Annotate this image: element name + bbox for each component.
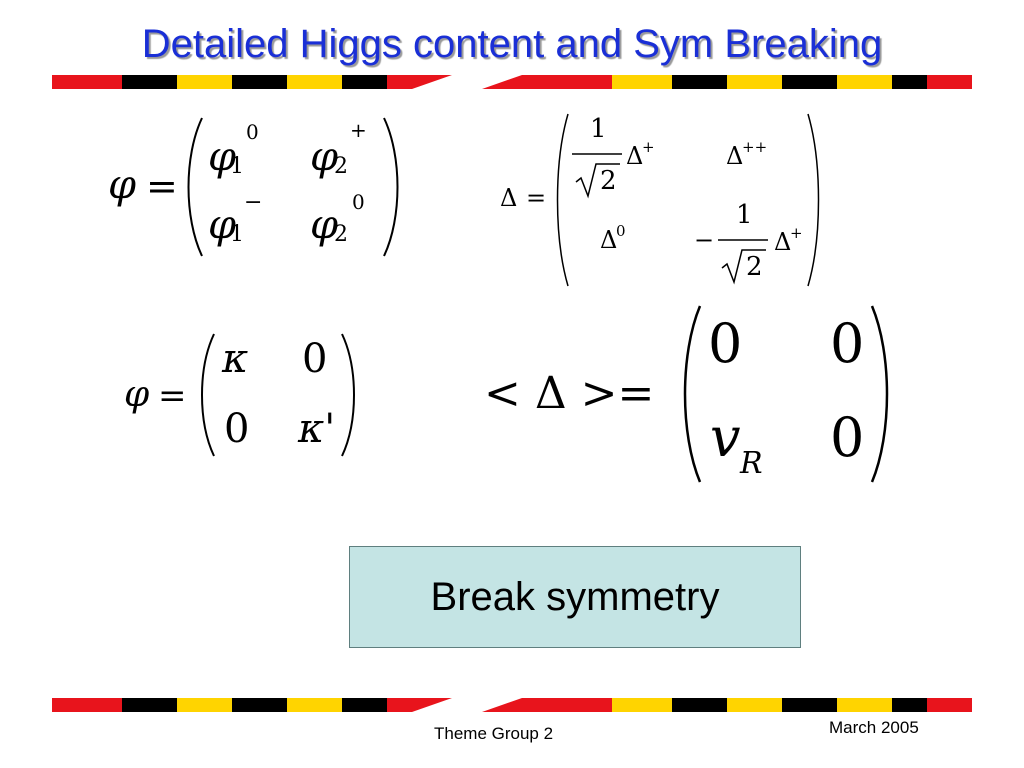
matrix-cell-base: Δ bbox=[774, 228, 792, 256]
fraction-denominator: 2 bbox=[600, 166, 617, 196]
matrix-cell-v: v bbox=[710, 406, 741, 469]
left-paren bbox=[556, 113, 569, 287]
equals-sign: = bbox=[158, 376, 187, 416]
matrix-cell-sup: + bbox=[350, 118, 367, 142]
matrix-cell-zero: 0 bbox=[708, 312, 743, 375]
break-symmetry-callout: Break symmetry bbox=[349, 546, 801, 648]
left-paren bbox=[201, 333, 215, 457]
matrix-cell-sub: 1 bbox=[230, 154, 244, 179]
matrix-cell-sub: 2 bbox=[334, 154, 348, 179]
matrix-cell-base: φ bbox=[208, 134, 237, 180]
phi-matrix-equation: φ = φ 1 0 φ 2 + φ 1 − φ 2 0 bbox=[108, 112, 408, 262]
matrix-cell-zero: 0 bbox=[830, 312, 865, 375]
matrix-cell-sup: − bbox=[244, 190, 263, 215]
left-paren bbox=[187, 117, 203, 257]
matrix-cell-sup: + bbox=[642, 138, 655, 156]
fraction-bar-sqrt bbox=[718, 239, 768, 285]
right-paren bbox=[807, 113, 820, 287]
right-paren bbox=[341, 333, 355, 457]
slide-title: Detailed Higgs content and Sym Breaking bbox=[141, 22, 883, 66]
matrix-cell-base: φ bbox=[310, 202, 339, 248]
fraction-numerator: 1 bbox=[736, 200, 753, 230]
matrix-cell-base: φ bbox=[208, 202, 237, 248]
matrix-cell-base: Δ bbox=[600, 226, 618, 254]
phi-lhs: φ bbox=[124, 374, 150, 415]
phi-lhs: φ bbox=[108, 162, 137, 208]
matrix-cell-base: φ bbox=[310, 134, 339, 180]
left-paren bbox=[683, 305, 702, 483]
phi-vev-equation: φ = κ 0 0 κ' bbox=[124, 330, 364, 460]
bottom-stripe bbox=[52, 698, 972, 712]
minus-sign: − bbox=[694, 226, 715, 254]
fraction-numerator: 1 bbox=[590, 114, 607, 144]
matrix-cell-kappa-prime: κ' bbox=[298, 406, 336, 452]
delta-vev-lhs: < Δ >= bbox=[484, 368, 655, 419]
delta-vev-equation: < Δ >= 0 0 v R 0 bbox=[484, 302, 894, 486]
equals-sign: = bbox=[146, 164, 178, 208]
matrix-cell-zero: 0 bbox=[830, 406, 865, 469]
matrix-cell-v-sub: R bbox=[740, 446, 763, 481]
right-paren bbox=[383, 117, 399, 257]
matrix-cell-zero: 0 bbox=[302, 336, 328, 382]
footer-left-text: Theme Group 2 bbox=[434, 724, 554, 743]
matrix-cell-sup: + bbox=[790, 224, 803, 242]
matrix-cell-base: Δ bbox=[626, 142, 644, 170]
top-stripe bbox=[52, 75, 972, 89]
matrix-cell-kappa: κ bbox=[222, 336, 249, 382]
callout-text: Break symmetry bbox=[430, 574, 720, 619]
matrix-cell-sup: ++ bbox=[742, 138, 768, 156]
footer-right-text: March 2005 bbox=[829, 718, 919, 737]
matrix-cell-sup: 0 bbox=[616, 222, 626, 240]
fraction-bar-sqrt bbox=[572, 153, 622, 199]
equals-sign: = bbox=[526, 184, 547, 212]
matrix-cell-base: Δ bbox=[726, 142, 744, 170]
matrix-cell-zero: 0 bbox=[224, 406, 250, 452]
right-paren bbox=[870, 305, 889, 483]
matrix-cell-sub: 1 bbox=[230, 222, 244, 247]
delta-lhs: Δ bbox=[500, 184, 518, 212]
matrix-cell-sub: 2 bbox=[334, 222, 348, 247]
matrix-cell-sup: 0 bbox=[246, 120, 259, 144]
matrix-cell-sup: 0 bbox=[352, 190, 365, 214]
delta-matrix-equation: Δ = 1 2 Δ + Δ ++ Δ 0 − 1 2 Δ + bbox=[496, 108, 826, 290]
fraction-denominator: 2 bbox=[746, 252, 763, 282]
